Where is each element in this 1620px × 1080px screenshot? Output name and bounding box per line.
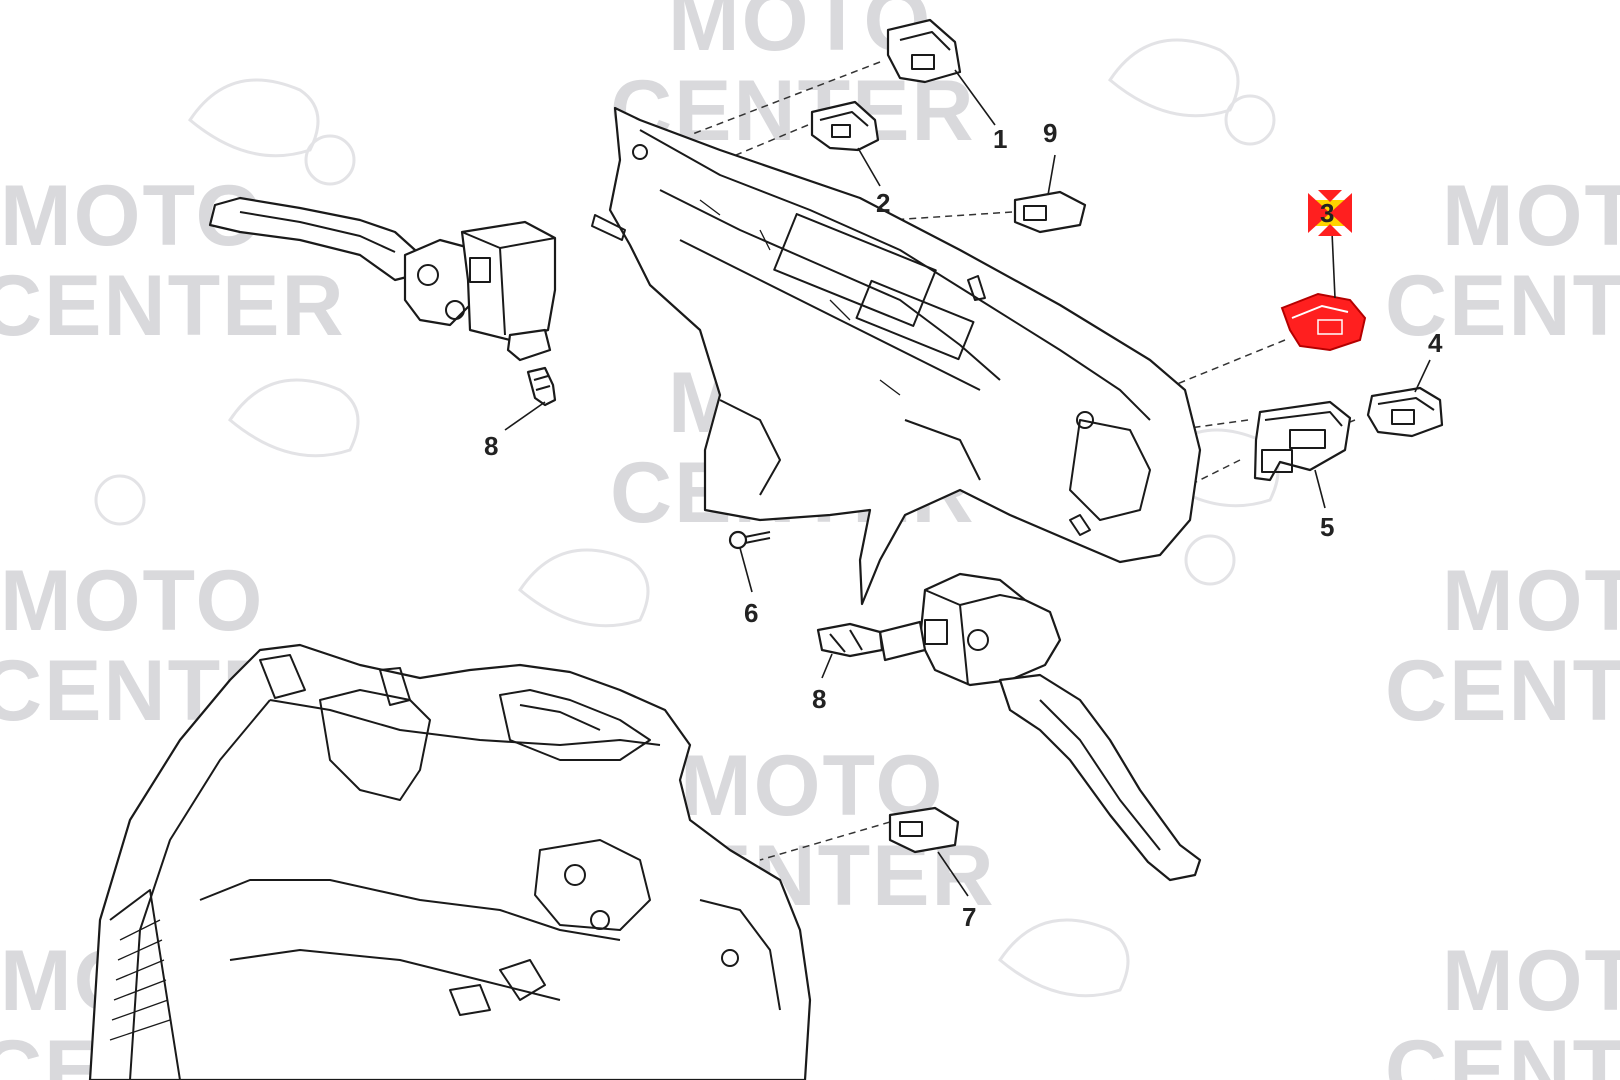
watermark-4: MOTO CENTER <box>1385 168 1620 354</box>
callout-3: 3 <box>1320 198 1334 228</box>
callout-5: 5 <box>1320 512 1334 542</box>
right-brake-switch-8 <box>816 622 884 658</box>
watermark-line1: MOTO <box>0 553 264 649</box>
watermark-line2: CENTER <box>1385 258 1620 354</box>
callout-labels: 1 2 3 4 5 6 7 8 8 9 <box>484 118 1443 932</box>
watermark-line1: MOTO <box>1442 168 1620 264</box>
watermark-line1: MOTO <box>1442 933 1620 1029</box>
part-connector-4 <box>1366 386 1444 438</box>
part-connector-2 <box>810 100 880 152</box>
watermark-9: MOTO CENTER <box>1385 933 1620 1080</box>
watermark-2: MOTO CENTER <box>0 168 346 354</box>
highlighted-part-shape <box>1280 292 1367 352</box>
watermark-6: MOTO CENTER <box>1385 553 1620 739</box>
highlight-marker <box>1308 190 1352 236</box>
callout-4: 4 <box>1428 328 1443 358</box>
callout-leaders <box>504 69 1431 897</box>
callout-2: 2 <box>876 188 890 218</box>
callout-8-left: 8 <box>484 431 498 461</box>
watermark-line2: CENTER <box>0 258 346 354</box>
part-switch-housing-5 <box>1253 400 1352 482</box>
handlebar-cover <box>591 106 1202 606</box>
part-highlighted-3 <box>1280 292 1367 352</box>
watermark-line1: MOTO <box>668 0 932 69</box>
part-switch-7 <box>888 806 960 854</box>
part-screw-6 <box>728 530 771 550</box>
front-lower-cover <box>88 643 812 1080</box>
marker-arrow-bottom-icon <box>1318 224 1342 236</box>
callout-1: 1 <box>993 124 1007 154</box>
callout-9: 9 <box>1043 118 1057 148</box>
watermark-line2: CENTER <box>1385 643 1620 739</box>
marker-arrow-left-icon <box>1308 193 1330 233</box>
callout-8-right: 8 <box>812 684 826 714</box>
watermark-line1: MOTO <box>1442 553 1620 649</box>
marker-arrow-right-icon <box>1330 193 1352 233</box>
part-switch-9 <box>1013 190 1087 234</box>
callout-7: 7 <box>962 902 976 932</box>
marker-arrow-top-icon <box>1318 190 1342 202</box>
watermark-line2: CENTER <box>1385 1023 1620 1080</box>
right-brake-lever <box>878 572 1202 882</box>
left-brake-switch-8 <box>526 366 557 407</box>
callout-6: 6 <box>744 598 758 628</box>
part-connector-1 <box>886 18 962 84</box>
left-brake-lever <box>208 196 557 362</box>
